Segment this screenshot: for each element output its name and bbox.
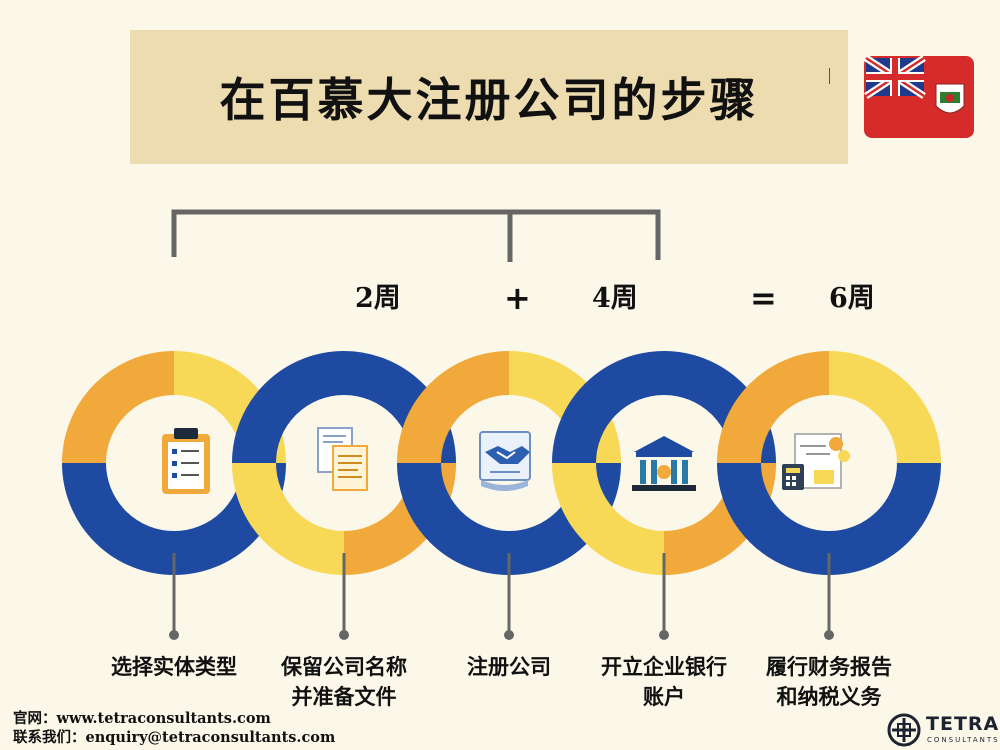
step-1-label: 选择实体类型: [111, 654, 237, 679]
tetra-logo-icon: [887, 713, 921, 747]
bermuda-flag-icon: [864, 56, 974, 138]
title-tick-mark: [829, 68, 830, 84]
ring-5-yellow-arc: [828, 351, 941, 464]
tetra-logo: TETRA CONSULTANTS: [886, 712, 1000, 748]
plus-sign: +: [504, 279, 531, 317]
connector-lines: [172, 553, 831, 633]
footer-contact[interactable]: 联系我们：enquiry@tetraconsultants.com: [13, 729, 336, 746]
page-title: 在百慕大注册公司的步骤: [219, 73, 759, 127]
ring-5-orange-arc: [717, 351, 830, 464]
connector-dots: [169, 630, 834, 640]
equals-sign: =: [750, 279, 777, 317]
duration-first: 2周: [355, 283, 401, 314]
step-3-label: 注册公司: [467, 654, 551, 679]
ring-3-orange-arc: [397, 351, 510, 464]
documents-icon: [317, 427, 368, 491]
footer-website[interactable]: 官网：www.tetraconsultants.com: [13, 710, 271, 727]
duration-total: 6周: [829, 283, 875, 314]
title-banner: 在百慕大注册公司的步骤: [130, 30, 848, 164]
logo-subtitle: CONSULTANTS: [927, 736, 1000, 744]
step-2-label: 保留公司名称 并准备文件: [281, 654, 407, 709]
logo-name: TETRA: [926, 713, 1000, 735]
duration-second: 4周: [592, 283, 638, 314]
ring-1-orange-arc: [62, 351, 175, 464]
bank-building-icon: [632, 436, 696, 491]
step-5-label: 履行财务报告 和纳税义务: [766, 654, 892, 709]
handshake-contract-icon: [479, 431, 531, 491]
tax-calculator-icon: [782, 433, 850, 490]
clipboard-checklist-icon: [162, 428, 210, 494]
step-4-label: 开立企业银行 账户: [601, 654, 727, 709]
